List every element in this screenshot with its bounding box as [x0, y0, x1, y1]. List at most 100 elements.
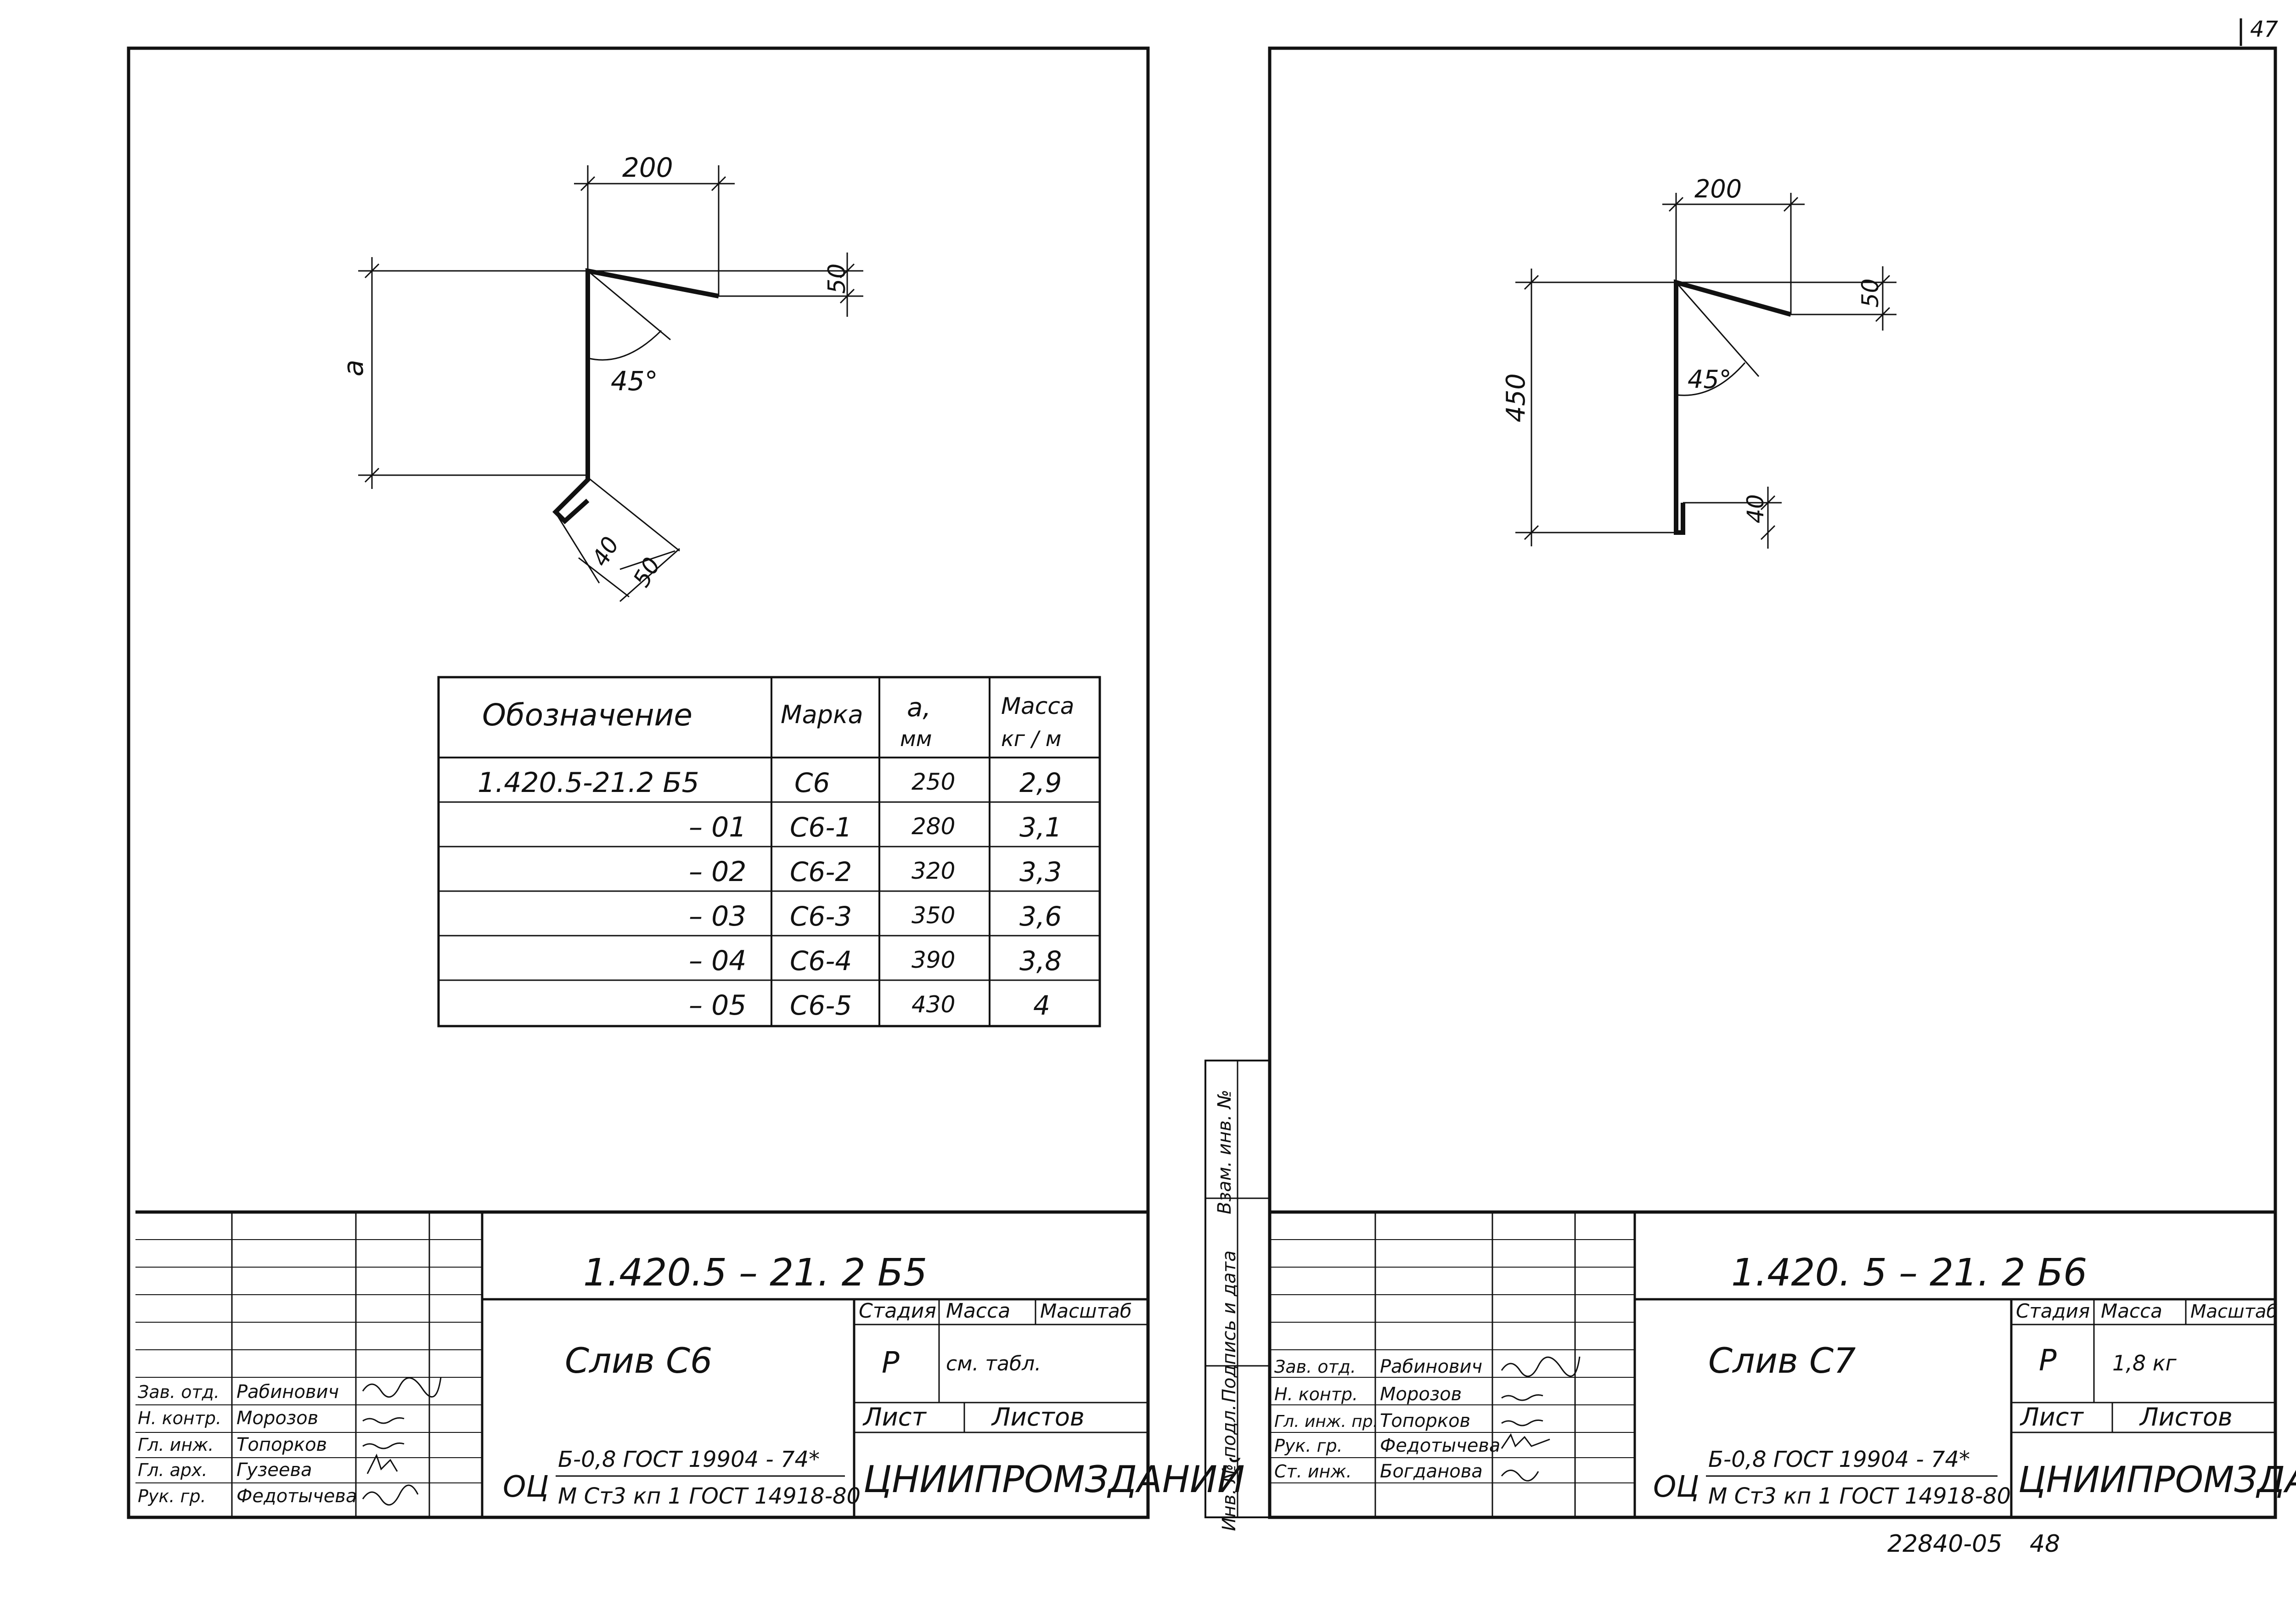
left-dim-top: 200 [622, 152, 673, 183]
left-title-block: Зав. отд. Рабинович Н. контр. Морозов Гл… [135, 1210, 1245, 1517]
left-material-prefix: ОЦ [503, 1470, 549, 1504]
row3-mark: С6-3 [790, 901, 852, 932]
right-mass-value: 1,8 кг [2112, 1351, 2177, 1375]
row1-mass: 3,1 [1019, 812, 1062, 843]
right-doc-code: 1.420. 5 – 21. 2 Б6 [1731, 1251, 2087, 1295]
right-part-name: Слив С7 [1708, 1340, 1856, 1381]
right-staff-name-1: Морозов [1380, 1384, 1462, 1405]
left-sheet-frame [127, 46, 1150, 1519]
right-material-bottom: М Ст3 кп 1 ГОСТ 14918-80 [1708, 1483, 2011, 1509]
left-angle: 45° [611, 365, 658, 397]
row1-mark: С6-1 [790, 812, 852, 843]
row0-mass: 2,9 [1019, 767, 1062, 798]
right-dim-top: 200 [1694, 174, 1742, 203]
right-material-prefix: ОЦ [1653, 1470, 1699, 1504]
right-scale-label: Масштаб [2190, 1301, 2278, 1322]
side-stamp-replace: Взам. инв. № [1214, 1089, 1235, 1214]
left-sheets-label: Листов [991, 1403, 1085, 1431]
right-profile-line [1674, 279, 1792, 535]
left-mass-table: Обозначение Марка a, мм Масса кг / м 1.4… [437, 676, 1101, 1027]
right-stage: Р [2039, 1344, 2057, 1378]
left-part-name: Слив С6 [565, 1340, 712, 1381]
row1-a: 280 [912, 813, 955, 840]
left-staff-name-4: Федотычева [236, 1486, 357, 1507]
table-header-mass-unit: кг / м [1001, 726, 1061, 751]
page-number: 47 [2250, 17, 2279, 42]
right-staff-name-0: Рабинович [1380, 1356, 1482, 1377]
right-staff-role-1: Н. контр. [1274, 1384, 1358, 1404]
left-mass-value: см. табл. [946, 1352, 1041, 1375]
right-staff-name-3: Федотычева [1380, 1435, 1500, 1456]
right-staff-name-4: Богданова [1380, 1461, 1483, 1482]
left-material-bottom: М Ст3 кп 1 ГОСТ 14918-80 [558, 1483, 861, 1509]
table-header-designation: Обозначение [482, 697, 692, 733]
row5-mark: С6-5 [790, 990, 852, 1021]
left-profile-drawing: 200 50 a 45° 40 50 [338, 152, 863, 602]
right-title-block: Зав. отд. Рабинович Н. контр. Морозов Гл… [1270, 1210, 2296, 1517]
right-profile-drawing: 200 50 450 45° 40 [1501, 174, 1896, 549]
right-material-top: Б-0,8 ГОСТ 19904 - 74* [1708, 1447, 1970, 1472]
right-mass-label: Масса [2101, 1300, 2162, 1322]
left-staff-name-1: Морозов [236, 1408, 318, 1429]
row0-designation: 1.420.5-21.2 Б5 [478, 767, 699, 799]
left-mass-label: Масса [946, 1299, 1010, 1323]
left-dim-right: 50 [823, 264, 851, 294]
left-dim-hook-a: 40 [586, 532, 624, 571]
table-header-mark: Марка [781, 700, 863, 729]
right-staff-role-4: Ст. инж. [1274, 1461, 1352, 1482]
left-material-top: Б-0,8 ГОСТ 19904 - 74* [558, 1447, 820, 1472]
footer-doc-code: 22840-05 [1887, 1530, 2002, 1558]
left-staff-name-0: Рабинович [236, 1381, 339, 1403]
left-scale-label: Масштаб [1040, 1300, 1132, 1322]
left-signatures [362, 1377, 442, 1506]
right-sheets-label: Листов [2139, 1403, 2233, 1431]
right-dim-hook: 40 [1742, 494, 1769, 523]
right-angle: 45° [1688, 365, 1732, 394]
left-profile-flange [587, 269, 719, 298]
right-staff-role-3: Рук. гр. [1274, 1436, 1343, 1456]
row1-designation: – 01 [689, 811, 746, 843]
left-staff-role-4: Рук. гр. [138, 1486, 206, 1506]
table-header-mass: Масса [1001, 693, 1074, 719]
right-side-stamp: Взам. инв. № Подпись и дата Инв. № подл. [1204, 1060, 1271, 1531]
right-staff-role-0: Зав. отд. [1274, 1357, 1356, 1377]
right-dim-right: 50 [1857, 278, 1884, 308]
left-org: ЦНИИПРОМЗДАНИЙ [863, 1458, 1245, 1501]
left-dim-hook-b: 50 [628, 553, 665, 591]
right-stage-label: Стадия [2016, 1300, 2090, 1322]
right-signatures [1501, 1356, 1581, 1482]
row5-designation: – 05 [689, 989, 746, 1022]
left-dim-height: a [338, 359, 370, 376]
row4-mass: 3,8 [1019, 945, 1062, 977]
left-staff-name-3: Гузеева [236, 1459, 312, 1481]
left-staff-role-1: Н. контр. [138, 1408, 221, 1428]
row2-mass: 3,3 [1019, 856, 1062, 887]
row0-a: 250 [912, 769, 955, 795]
row3-designation: – 03 [689, 900, 746, 932]
left-stage: Р [882, 1346, 900, 1380]
left-staff-role-0: Зав. отд. [138, 1382, 219, 1402]
row2-designation: – 02 [689, 856, 746, 888]
left-sheet-label: Лист [862, 1403, 927, 1431]
row2-mark: С6-2 [790, 856, 852, 887]
right-org: ЦНИИПРОМЗДАНИЙ [2018, 1458, 2296, 1501]
table-header-a: a, [907, 693, 931, 723]
row0-mark: С6 [794, 767, 830, 798]
row3-a: 350 [912, 902, 955, 929]
row2-a: 320 [912, 858, 955, 884]
side-stamp-sign: Подпись и дата [1219, 1251, 1240, 1403]
left-doc-code: 1.420.5 – 21. 2 Б5 [583, 1251, 927, 1295]
right-staff-role-2: Гл. инж. пр. [1274, 1412, 1378, 1431]
row5-mass: 4 [1033, 990, 1050, 1021]
side-stamp-inv: Инв. № подл. [1219, 1404, 1240, 1531]
table-header-a-unit: мм [900, 726, 932, 751]
row4-mark: С6-4 [790, 945, 852, 977]
row4-a: 390 [912, 947, 955, 973]
right-staff-name-2: Топорков [1380, 1410, 1470, 1431]
right-dim-height: 450 [1501, 373, 1531, 422]
left-stage-label: Стадия [859, 1299, 936, 1323]
left-staff-role-3: Гл. арх. [138, 1460, 208, 1480]
left-staff-name-2: Топорков [236, 1434, 327, 1455]
left-staff-role-2: Гл. инж. [138, 1435, 214, 1455]
